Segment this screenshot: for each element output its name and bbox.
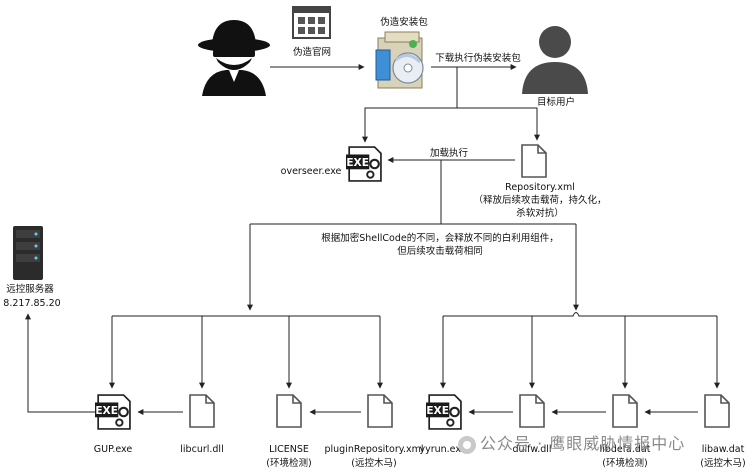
repository-xml-desc-2: 杀软对抗）	[516, 208, 564, 219]
libdefa-dat-label: libdefa.dat	[599, 444, 651, 455]
load-exec-label: 加载执行	[429, 148, 469, 159]
libaw-dat-file-icon	[704, 394, 730, 428]
libcurl-dll-label: libcurl.dll	[180, 444, 224, 455]
duifw-dll-file-icon	[519, 394, 545, 428]
plugin-repository-xml-desc: (远控木马)	[351, 458, 397, 469]
license-desc: (环境检测)	[266, 458, 312, 469]
libaw-dat-desc: (远控木马)	[700, 458, 746, 469]
c2-server-ip: 8.217.85.20	[3, 298, 61, 309]
overseer-exe-icon	[346, 146, 382, 182]
fake-website-label: 伪造官网	[292, 47, 332, 58]
c2-server-label: 远控服务器	[6, 284, 54, 295]
user-icon	[522, 26, 588, 94]
website-icon	[292, 6, 331, 39]
repository-xml-file-icon	[521, 144, 547, 178]
target-user-label: 目标用户	[536, 97, 576, 108]
libcurl-dll-file-icon	[189, 394, 215, 428]
fake-installer-label: 伪造安装包	[380, 17, 428, 28]
installer-package-icon	[375, 31, 424, 89]
yyrun-exe-label: yyrun.exe	[419, 444, 467, 455]
plugin-repository-xml-file-icon	[367, 394, 393, 428]
gup-exe-label: GUP.exe	[93, 444, 133, 455]
repository-xml-label: Repository.xml	[505, 182, 575, 193]
watermark-text: 公众号 · 鹰眼威胁情报中心	[480, 434, 686, 453]
overseer-exe-label: overseer.exe	[280, 166, 342, 177]
plugin-repository-xml-label: pluginRepository.xml	[324, 444, 424, 455]
branch-note-line-2: 但后续攻击载荷相同	[397, 246, 483, 257]
branch-note-line-1: 根据加密ShellCode的不同，会释放不同的白利用组件，	[321, 233, 559, 244]
duifw-dll-label: duifw.dll	[512, 444, 552, 455]
hacker-icon	[198, 20, 270, 96]
license-label: LICENSE	[269, 444, 309, 455]
gup-exe-icon	[95, 394, 131, 430]
watermark: 公众号 · 鹰眼威胁情报中心	[458, 430, 685, 454]
server-icon	[13, 226, 43, 280]
libdefa-dat-file-icon	[612, 394, 638, 428]
libdefa-dat-desc: (环境检测)	[602, 458, 648, 469]
repository-xml-desc-1: （释放后续攻击载荷，持久化，	[473, 195, 607, 206]
yyrun-exe-icon	[426, 394, 462, 430]
download-exec-label: 下载执行伪装安装包	[435, 53, 521, 64]
libaw-dat-label: libaw.dat	[701, 444, 745, 455]
wechat-logo-icon	[458, 435, 476, 454]
license-file-icon	[276, 394, 302, 428]
